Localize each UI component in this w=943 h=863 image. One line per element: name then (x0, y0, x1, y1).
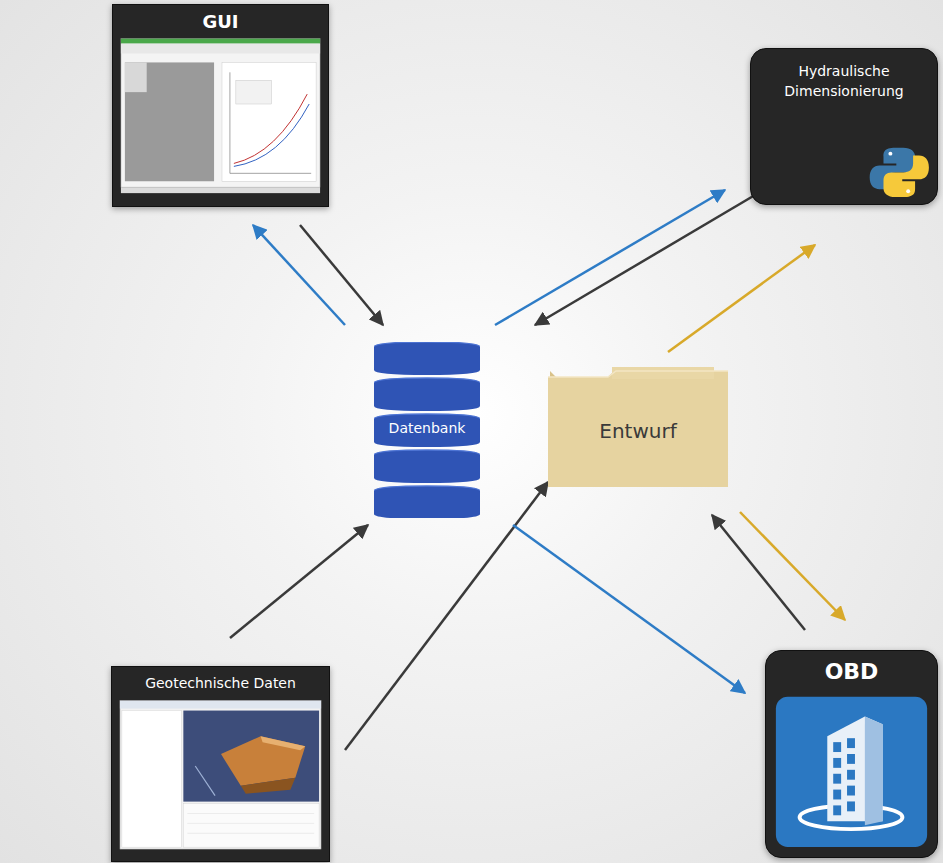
geotech-panel: Geotechnische Daten (111, 666, 330, 862)
flow-arrow (668, 245, 815, 352)
flow-arrow (495, 190, 725, 325)
flow-arrow (230, 525, 368, 638)
panel-title: GUI (113, 5, 328, 32)
gui-screenshot (113, 5, 328, 206)
flow-arrow (253, 225, 345, 325)
flow-arrow (345, 482, 548, 750)
folder-label: Entwurf (548, 365, 728, 443)
database-cylinder: Datenbank (374, 342, 480, 518)
panel-title: Hydraulische Dimensionierung (751, 49, 937, 102)
flow-arrow (535, 195, 755, 325)
flow-arrow (513, 525, 745, 693)
database-label: Datenbank (374, 420, 480, 436)
flow-arrow (300, 225, 383, 325)
panel-title: Geotechnische Daten (112, 667, 329, 691)
folder-box: Entwurf (548, 365, 728, 487)
hydraulics-panel: Hydraulische Dimensionierung (750, 48, 938, 205)
gui-panel: GUI (112, 4, 329, 207)
panel-title: OBD (766, 651, 937, 684)
geotech-screenshot (112, 667, 329, 861)
obd-panel: OBD (765, 650, 938, 858)
flow-arrow (740, 512, 845, 620)
